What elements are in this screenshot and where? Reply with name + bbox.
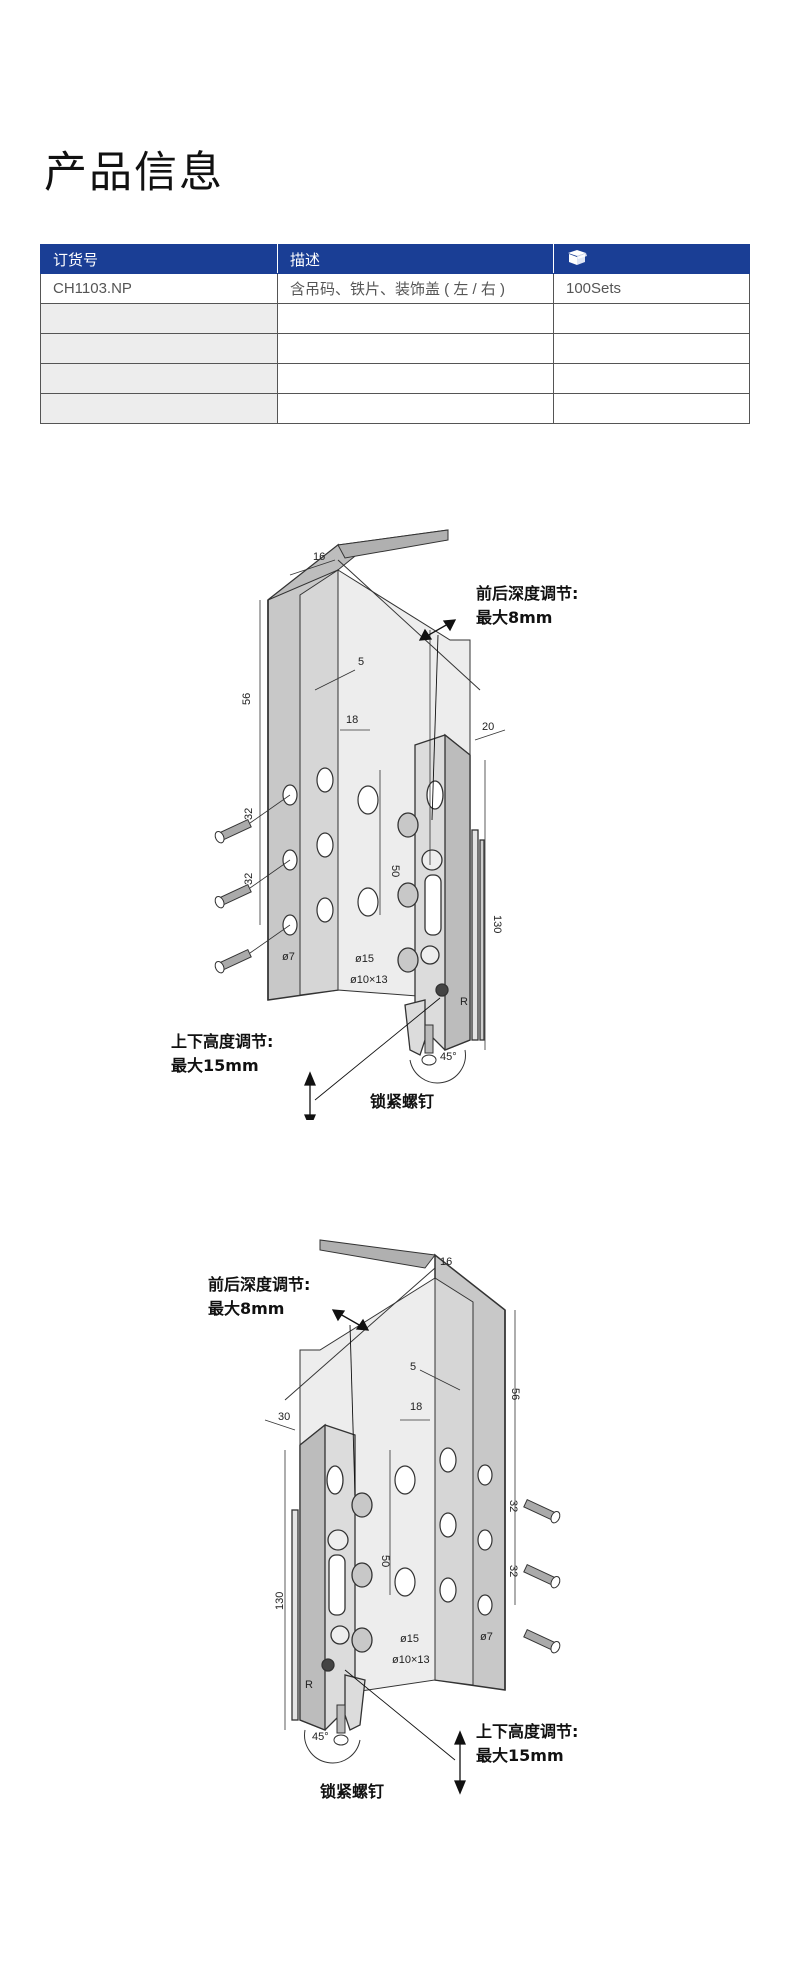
table-row: CH1103.NP 含吊码、铁片、装饰盖 ( 左 / 右 ) 100Sets xyxy=(40,273,750,304)
dimension-lines xyxy=(259,559,506,1050)
dim-18: 18 xyxy=(346,714,358,726)
lock-screw-label-2: 锁紧螺钉 xyxy=(320,1782,385,1801)
screws xyxy=(214,794,291,974)
cell-order-no: CH1103.NP xyxy=(40,273,278,304)
side-panel xyxy=(267,529,449,1001)
hanger-diagram-right: 16 5 18 20 56 32 32 50 130 ø15 ø10×13 ø7… xyxy=(214,529,506,1120)
dim-32b: 32 xyxy=(243,873,255,885)
lock-screw xyxy=(409,1024,466,1084)
table-row xyxy=(40,333,750,364)
dim-r: R xyxy=(305,1679,313,1691)
dim-50: 50 xyxy=(379,1555,391,1567)
dim-d7: ø7 xyxy=(480,1631,493,1643)
dimension-lines xyxy=(264,1310,516,1730)
dim-angle: 45° xyxy=(312,1731,329,1743)
depth-adjust-label-2: 前后深度调节: 最大8mm xyxy=(208,1273,310,1321)
dim-50: 50 xyxy=(389,865,401,877)
drill-holes xyxy=(282,767,379,936)
product-info-table: 订货号 描述 CH1103.NP 含吊码、铁片、装饰盖 ( 左 / 右 ) 10… xyxy=(40,244,750,424)
header-quantity xyxy=(553,244,750,274)
depth-adjust-value: 最大8mm xyxy=(208,1299,285,1318)
table-row xyxy=(40,363,750,394)
cell-order-no xyxy=(40,363,278,394)
page-title: 产品信息 xyxy=(44,148,224,198)
cell-order-no xyxy=(40,333,278,364)
hanger-bracket xyxy=(291,1423,373,1731)
dim-d10x13: ø10×13 xyxy=(392,1654,430,1666)
callout-arrows xyxy=(331,1309,466,1795)
dimension-labels: 16 5 18 30 56 32 32 50 130 ø15 ø10×13 ø7… xyxy=(274,1256,521,1743)
depth-adjust-title: 前后深度调节: xyxy=(208,1275,311,1294)
depth-adjust-title: 前后深度调节: xyxy=(476,584,579,603)
depth-adjust-value: 最大8mm xyxy=(476,608,553,627)
cell-description xyxy=(277,393,554,424)
dim-130: 130 xyxy=(491,915,503,933)
table-row xyxy=(40,303,750,334)
box-icon xyxy=(566,248,588,270)
cell-quantity xyxy=(553,363,750,394)
screws xyxy=(523,1498,561,1654)
cell-order-no xyxy=(40,303,278,334)
height-adjust-title: 上下高度调节: xyxy=(171,1032,274,1051)
height-adjust-label-1: 上下高度调节: 最大15mm xyxy=(171,1030,273,1078)
cell-quantity: 100Sets xyxy=(553,273,750,304)
dim-20: 20 xyxy=(482,721,494,733)
dim-d10x13: ø10×13 xyxy=(350,974,388,986)
dim-18: 18 xyxy=(410,1401,422,1413)
dim-130: 130 xyxy=(274,1592,286,1610)
dimension-labels: 16 5 18 20 56 32 32 50 130 ø15 ø10×13 ø7… xyxy=(241,551,503,1063)
cell-order-no xyxy=(40,393,278,424)
dim-angle: 45° xyxy=(440,1051,457,1063)
lock-screw-label-1: 锁紧螺钉 xyxy=(370,1092,435,1111)
dim-d15: ø15 xyxy=(400,1633,419,1645)
callout-arrows xyxy=(304,619,457,1120)
dim-d15: ø15 xyxy=(355,953,374,965)
depth-adjust-label-1: 前后深度调节: 最大8mm xyxy=(476,582,578,630)
cell-quantity xyxy=(553,303,750,334)
cell-description: 含吊码、铁片、装饰盖 ( 左 / 右 ) xyxy=(277,273,554,304)
dim-d7: ø7 xyxy=(282,951,295,963)
cell-description xyxy=(277,333,554,364)
cell-description xyxy=(277,303,554,334)
cell-quantity xyxy=(553,393,750,424)
height-adjust-value: 最大15mm xyxy=(171,1056,259,1075)
dim-56: 56 xyxy=(509,1388,521,1400)
dim-56: 56 xyxy=(241,693,253,705)
drill-holes xyxy=(394,1447,493,1616)
height-adjust-title: 上下高度调节: xyxy=(476,1722,579,1741)
table-header-row: 订货号 描述 xyxy=(40,244,750,274)
dim-16: 16 xyxy=(313,551,325,563)
cell-quantity xyxy=(553,333,750,364)
cell-description xyxy=(277,363,554,394)
dim-16: 16 xyxy=(440,1256,452,1268)
table-row xyxy=(40,393,750,424)
lock-screw xyxy=(304,1704,361,1764)
dim-r: R xyxy=(460,996,468,1008)
dim-32b: 32 xyxy=(507,1565,519,1577)
height-adjust-label-2: 上下高度调节: 最大15mm xyxy=(476,1720,578,1768)
header-description: 描述 xyxy=(277,244,554,274)
hanger-diagram-left: 16 5 18 30 56 32 32 50 130 ø15 ø10×13 ø7… xyxy=(264,1239,561,1795)
dim-32a: 32 xyxy=(243,808,255,820)
height-adjust-value: 最大15mm xyxy=(476,1746,564,1765)
dim-5: 5 xyxy=(410,1361,416,1373)
header-order-no: 订货号 xyxy=(40,244,278,274)
dim-30: 30 xyxy=(278,1411,290,1423)
dim-5: 5 xyxy=(358,656,364,668)
hanger-bracket xyxy=(397,733,485,1056)
dim-32a: 32 xyxy=(507,1500,519,1512)
